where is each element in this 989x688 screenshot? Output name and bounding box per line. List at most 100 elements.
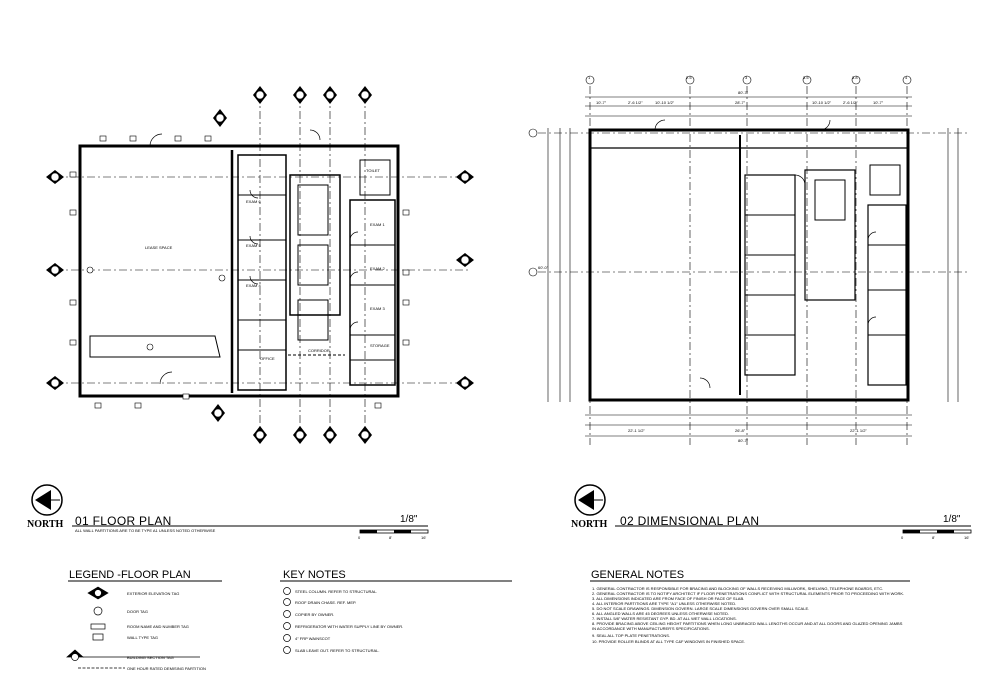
room-label-corridor: CORRIDOR — [308, 348, 330, 353]
floor-plan — [55, 95, 470, 440]
north-label: NORTH — [27, 519, 64, 530]
room-label-exam2: EXAM 2 — [370, 266, 385, 271]
elevation-tag-icon — [456, 376, 474, 390]
legend-title: LEGEND -FLOOR PLAN — [69, 569, 191, 581]
floor-plan-scale: 1/8" — [400, 514, 418, 525]
legend-item: EXTERIOR ELEVATION TAG — [127, 591, 180, 596]
dim-bottom-1: 22'-1 1/2" — [628, 428, 645, 433]
elevation-tag-icon — [253, 426, 267, 444]
legend-item: ROOM NAME AND NUMBER TAG — [127, 624, 189, 629]
general-note: 6. ALL ANGLED WALLS ARE 45 DEGREES UNLES… — [592, 611, 730, 616]
legend-item: WALL TYPE TAG — [127, 635, 159, 640]
bench — [89, 335, 221, 358]
grid-label: 3 — [745, 75, 748, 80]
elevation-tag-icon — [293, 86, 307, 104]
dim-side: 60'-0" — [538, 265, 549, 270]
elevation-tag-icon — [456, 170, 474, 184]
dimension-lines — [547, 96, 959, 437]
dim-top-5: 10'-10 1/2" — [812, 100, 832, 105]
elevation-tag-icon — [46, 170, 64, 184]
exam-wing-east — [349, 199, 396, 386]
grid-lines — [55, 95, 470, 440]
exterior-wall — [588, 128, 910, 402]
key-note: 4" FRP WAINSCOT — [295, 636, 331, 641]
scale-bar-label-16: 16' — [964, 535, 970, 540]
dim-top-7: 10'-7" — [873, 100, 884, 105]
room-label-office: OFFICE — [260, 356, 275, 361]
scale-bar-label-0: 0 — [358, 535, 361, 540]
elevation-tag-icon — [211, 404, 225, 422]
room-label-storage: STORAGE — [370, 343, 390, 348]
legend-item: DOOR TAG — [127, 609, 148, 614]
door-swings — [149, 129, 359, 385]
room-label-lease: LEASE SPACE — [145, 245, 173, 250]
elevation-tag-icon — [253, 86, 267, 104]
key-note: ROOF DRAIN CHASE. REF. MEP. — [295, 600, 357, 605]
grid-label: 4 — [905, 75, 908, 80]
elevation-tag-icon — [46, 376, 64, 390]
key-note: STEEL COLUMN. REFER TO STRUCTURAL. — [295, 589, 378, 594]
general-note: 9. SEAL ALL TOP PLATE PENETRATIONS. — [592, 633, 671, 638]
general-note: IN ACCORDANCE WITH MANUFACTURER'S SPECIF… — [592, 626, 710, 631]
elevation-tag-icon — [456, 253, 474, 267]
legend-symbols — [66, 586, 291, 669]
elevation-tag-icon — [46, 263, 64, 277]
general-note: 7. INSTALL 5/8" WATER RESISTANT GYP. BD.… — [592, 616, 737, 621]
scale-bar — [902, 529, 972, 534]
north-arrow-icon — [574, 484, 606, 516]
general-notes-title: GENERAL NOTES — [591, 569, 685, 581]
dim-plan-title: 02 DIMENSIONAL PLAN — [620, 514, 760, 528]
key-note: REFRIGERATOR WITH WATER SUPPLY LINE BY O… — [295, 624, 404, 629]
dim-top-3: 10'-10 1/2" — [655, 100, 675, 105]
room-label-exam6: EXAM 6 — [246, 199, 261, 204]
room-label-exam4: EXAM 4 — [246, 283, 261, 288]
dim-top-4: 28'-7" — [735, 100, 746, 105]
grid-label: 1 — [588, 75, 591, 80]
legend-item: BUILDING SECTION TAG — [127, 655, 174, 660]
key-notes-title: KEY NOTES — [283, 569, 346, 581]
room-label-exam1: EXAM 1 — [370, 222, 385, 227]
scale-bar-label-8: 8' — [932, 535, 935, 540]
general-note: 4. ALL INTERIOR PARTITIONS ARE TYPE "A1"… — [592, 601, 737, 606]
dim-bottom-2: 26'-8" — [735, 428, 746, 433]
scale-bar-label-0: 0 — [901, 535, 904, 540]
dim-overall-bottom: 80'-7" — [738, 438, 749, 443]
dim-plan-scale: 1/8" — [943, 514, 961, 525]
general-note: 2. GENERAL CONTRACTOR IS TO NOTIFY ARCHI… — [592, 591, 905, 596]
dim-overall-top: 80'-7" — [738, 90, 749, 95]
dim-top-2: 2'-6 1/2" — [628, 100, 643, 105]
room-label-toilet: TOILET — [366, 168, 380, 173]
scale-bar-label-16: 16' — [421, 535, 427, 540]
elevation-tag-icon — [323, 86, 337, 104]
dim-top-6: 2'-6 1/2" — [843, 100, 858, 105]
key-note: SLAB LEAVE OUT. REFER TO STRUCTURAL. — [295, 648, 380, 653]
room-label-exam5: EXAM 5 — [246, 243, 261, 248]
elevation-tag-icon — [213, 109, 227, 127]
elevation-tag-icon — [323, 426, 337, 444]
general-note: 1. GENERAL CONTRACTOR IS RESPONSIBLE FOR… — [592, 586, 884, 591]
exam-wing-west — [237, 154, 287, 391]
grid-label: 3.8 — [852, 75, 858, 80]
general-note: 8. PROVIDE BRACING ABOVE CEILING HEIGHT … — [592, 621, 903, 626]
floor-plan-title: 01 FLOOR PLAN — [75, 514, 172, 528]
key-note: COPIER BY OWNER. — [295, 612, 335, 617]
elevation-tag-icon — [358, 426, 372, 444]
general-note: 5. DO NOT SCALE DRAWINGS. DIMENSION GOVE… — [592, 606, 810, 611]
scale-bar-label-8: 8' — [389, 535, 392, 540]
floor-plan-tags — [46, 86, 474, 444]
north-label: NORTH — [571, 519, 608, 530]
dimensional-plan — [538, 86, 970, 445]
grid-label: 3.5 — [803, 75, 809, 80]
dim-plan-grid-bubbles — [528, 75, 912, 277]
room-label-exam3: EXAM 3 — [370, 306, 385, 311]
scale-bar — [359, 529, 429, 534]
dim-top-1: 10'-7" — [596, 100, 607, 105]
floor-plan-subtitle: ALL WALL PARTITIONS ARE TO BE TYPE A1 UN… — [75, 528, 216, 533]
wall-type-tags — [69, 135, 410, 409]
general-note: 3. ALL DIMENSIONS INDICATED ARE FROM FAC… — [592, 596, 745, 601]
exterior-wall — [78, 144, 400, 398]
north-arrow-icon — [31, 484, 63, 516]
core-center — [289, 174, 341, 316]
grid-label: 2.5 — [686, 75, 692, 80]
